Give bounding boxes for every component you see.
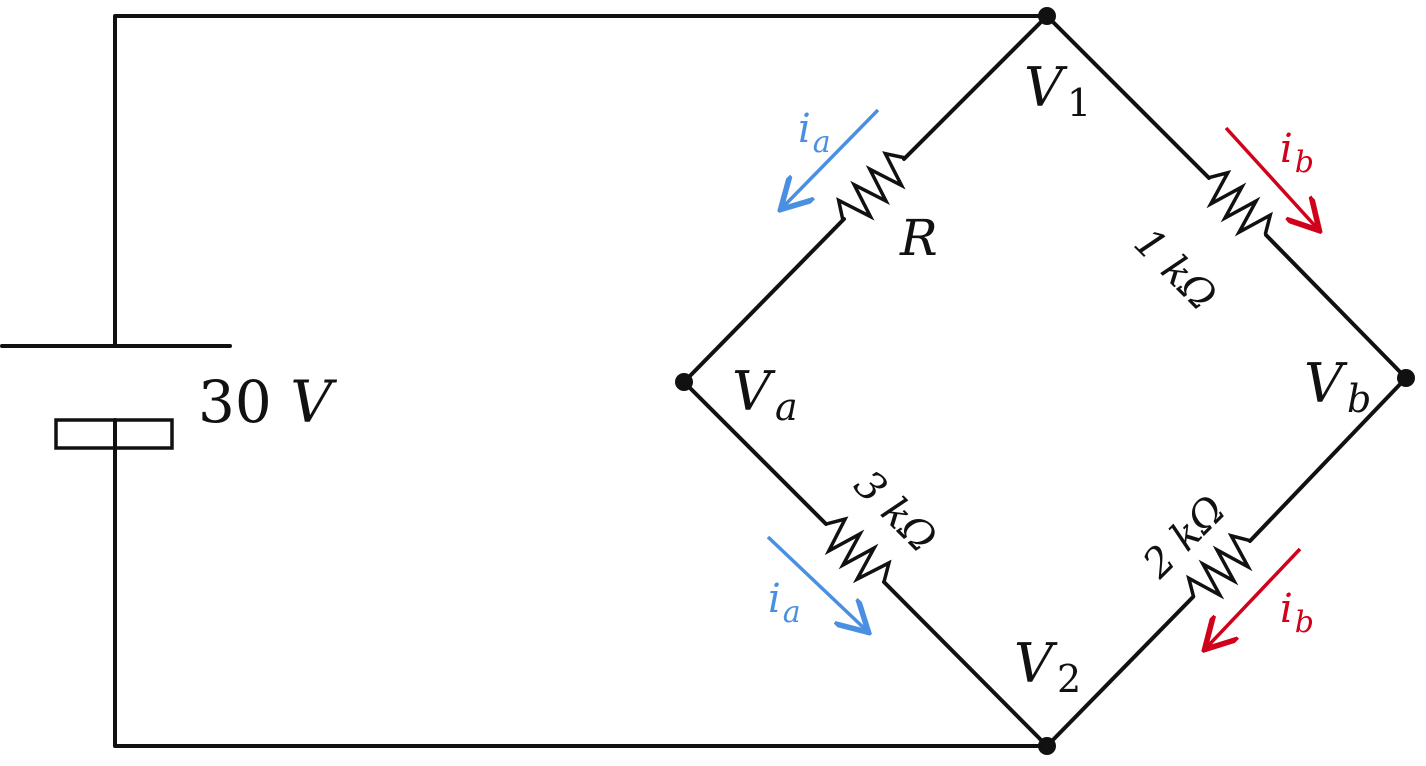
node-v2-dot	[1038, 737, 1056, 755]
resistor-2k	[1186, 533, 1253, 600]
resistor-label-r: R	[899, 209, 938, 267]
current-label-ia-bottom: ia	[768, 576, 801, 630]
battery-negative-plate	[54, 418, 174, 450]
top-wire	[113, 14, 1049, 348]
current-arrow-ib-top	[1224, 126, 1317, 228]
current-label-ia-top: ia	[798, 106, 831, 160]
resistor-label-1k: 1 kΩ	[1125, 220, 1225, 320]
resistor-1k	[1206, 170, 1273, 237]
current-arrow-ia-top	[783, 108, 880, 207]
resistor-r	[836, 151, 906, 221]
wire-1k-vb	[1264, 233, 1408, 380]
wire-r-va	[682, 217, 846, 384]
resistor-3k	[824, 516, 892, 584]
current-label-ib-top: ib	[1280, 126, 1314, 180]
source-label: 30 V	[198, 368, 337, 436]
wire-v1-1k	[1045, 14, 1211, 180]
current-arrow-ia-bottom	[766, 535, 866, 630]
wire-vb-2k	[1248, 376, 1408, 543]
battery-symbol	[0, 344, 232, 450]
wire-va-3k	[682, 380, 828, 526]
wire-2k-v2	[1045, 595, 1195, 748]
node-va-dot	[675, 373, 693, 391]
node-v1-dot	[1038, 7, 1056, 25]
bottom-wire	[113, 418, 1049, 748]
node-vb-dot	[1397, 369, 1415, 387]
wire-v1-r	[902, 14, 1049, 161]
resistor-label-3k: 3 kΩ	[845, 462, 945, 562]
wire-3k-v2	[882, 580, 1049, 748]
current-arrow-ib-bottom	[1207, 547, 1302, 647]
current-label-ib-bottom: ib	[1280, 586, 1314, 640]
